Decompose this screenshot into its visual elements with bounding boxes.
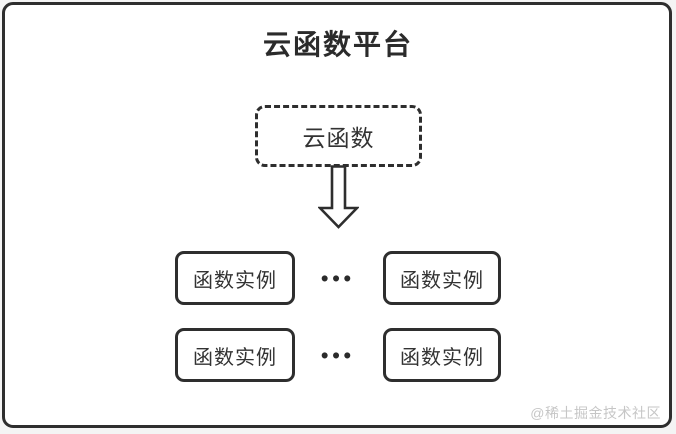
down-arrow-icon (318, 165, 359, 229)
function-instance-label: 函数实例 (400, 346, 484, 369)
function-instance-label: 函数实例 (193, 269, 277, 292)
function-instance-node: 函数实例 (175, 328, 295, 382)
cloud-function-label: 云函数 (302, 125, 375, 151)
cloud-function-node: 云函数 (255, 105, 422, 167)
function-instance-label: 函数实例 (193, 346, 277, 369)
ellipsis-icon: ••• (320, 267, 356, 291)
function-instance-label: 函数实例 (400, 269, 484, 292)
function-instance-node: 函数实例 (383, 251, 501, 305)
function-instance-node: 函数实例 (383, 328, 501, 382)
watermark-text: @稀土掘金技术社区 (530, 405, 661, 421)
ellipsis-icon: ••• (320, 344, 356, 368)
diagram-title: 云函数平台 (262, 29, 413, 60)
function-instance-node: 函数实例 (175, 251, 295, 305)
